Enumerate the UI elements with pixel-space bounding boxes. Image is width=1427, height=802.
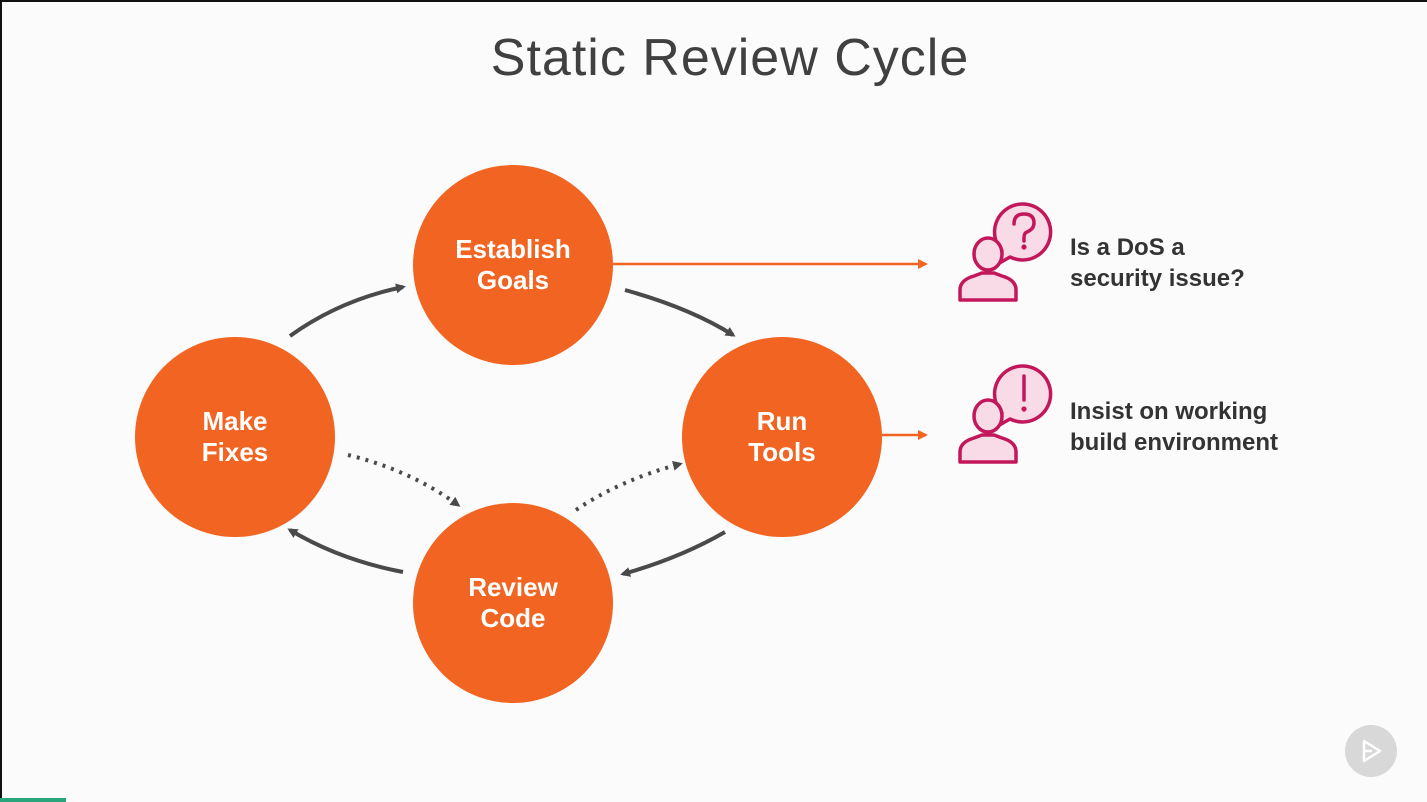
arrow-review-to-tools-dotted (574, 460, 683, 512)
slide-title: Static Review Cycle (490, 29, 970, 87)
arrow-tools-to-review (620, 530, 727, 577)
arrow-fixes-to-goals (288, 283, 406, 338)
arrow-fixes-to-review-dotted (347, 453, 461, 507)
node-review-code: Review Code (413, 503, 613, 703)
note-build-environment: Insist on working build environment (1070, 398, 1279, 456)
node-run-tools: Run Tools (682, 337, 882, 537)
node-make-fixes: Make Fixes (135, 337, 335, 537)
node-establish-goals: Establish Goals (413, 165, 613, 365)
person-exclamation-icon (958, 364, 1053, 464)
play-button[interactable] (1345, 725, 1397, 777)
progress-marker (0, 798, 66, 802)
arrow-review-to-fixes (287, 528, 404, 574)
play-icon (1362, 739, 1382, 763)
note-dos-security: Is a DoS a security issue? (1070, 234, 1245, 292)
person-question-icon (958, 202, 1053, 302)
arrow-goals-to-tools (624, 288, 736, 337)
